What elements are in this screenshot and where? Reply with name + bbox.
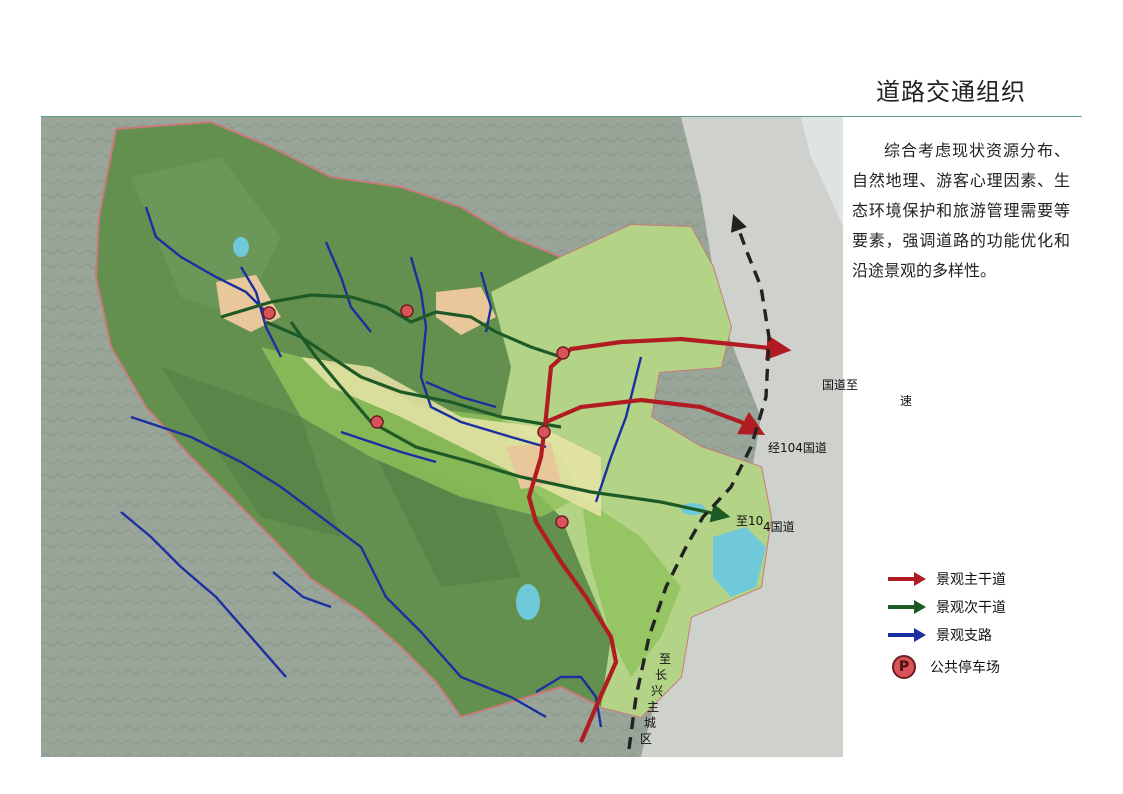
forest-ridge xyxy=(161,367,341,537)
arrow-right-icon xyxy=(888,572,926,586)
map-label-south-char: 兴 xyxy=(650,684,663,698)
legend-item-secondary-road: 景观次干道 xyxy=(886,593,1006,621)
map-label-south-char: 至 xyxy=(658,652,671,666)
pond xyxy=(516,584,540,620)
water-area xyxy=(801,117,843,227)
map-label-east-mid: 经104国道 xyxy=(768,441,827,455)
map-label-south-char: 区 xyxy=(639,732,652,746)
parking-icon xyxy=(370,415,384,429)
legend-label: 景观次干道 xyxy=(936,600,1006,616)
legend-label: 景观主干道 xyxy=(936,572,1006,588)
wetland-lake xyxy=(713,527,766,597)
forest-ridge xyxy=(131,157,281,317)
map-label-south-char: 长 xyxy=(654,668,667,682)
legend-item-main-road: 景观主干道 xyxy=(886,565,1006,593)
page-title: 道路交通组织 xyxy=(876,78,1026,106)
description-text: 综合考虑现状资源分布、自然地理、游客心理因素、生态环境保护和旅游管理需要等要素，… xyxy=(852,141,1070,280)
secondary-roads xyxy=(220,293,731,523)
external-connection-route xyxy=(627,214,771,750)
branch-roads xyxy=(120,206,643,728)
map-label-south-char: 主 xyxy=(646,700,659,714)
green-belt xyxy=(581,497,681,677)
map-label-south-char: 城 xyxy=(643,716,656,730)
main-roads xyxy=(526,335,792,743)
parking-icon xyxy=(537,425,551,439)
legend-label: 景观支路 xyxy=(936,628,992,644)
parking-markers xyxy=(262,304,570,529)
arrow-right-icon xyxy=(888,628,926,642)
forest-ridge xyxy=(371,447,521,587)
map-label-east-low-2: 4国道 xyxy=(763,520,795,534)
road-traffic-map xyxy=(41,117,843,757)
legend-item-branch-road: 景观支路 xyxy=(886,621,1006,649)
legend-label: 公共停车场 xyxy=(930,660,1000,676)
title-divider xyxy=(41,116,1082,117)
legend-item-parking: P 公共停车场 xyxy=(886,653,1006,681)
parking-icon xyxy=(262,306,276,320)
pond xyxy=(233,237,249,257)
parking-icon: P xyxy=(892,655,916,679)
parking-icon xyxy=(555,515,569,529)
parking-icon xyxy=(400,304,414,318)
map-label-east-low-1: 至10 xyxy=(736,514,764,528)
parking-icon xyxy=(556,346,570,360)
map-canvas xyxy=(41,117,843,757)
map-legend: 景观主干道 景观次干道 景观支路 P 公共停车场 xyxy=(886,565,1006,681)
map-label-east-top-2: 速 xyxy=(900,394,913,408)
map-label-east-top-1: 国道至 xyxy=(822,378,859,392)
arrow-right-icon xyxy=(888,600,926,614)
